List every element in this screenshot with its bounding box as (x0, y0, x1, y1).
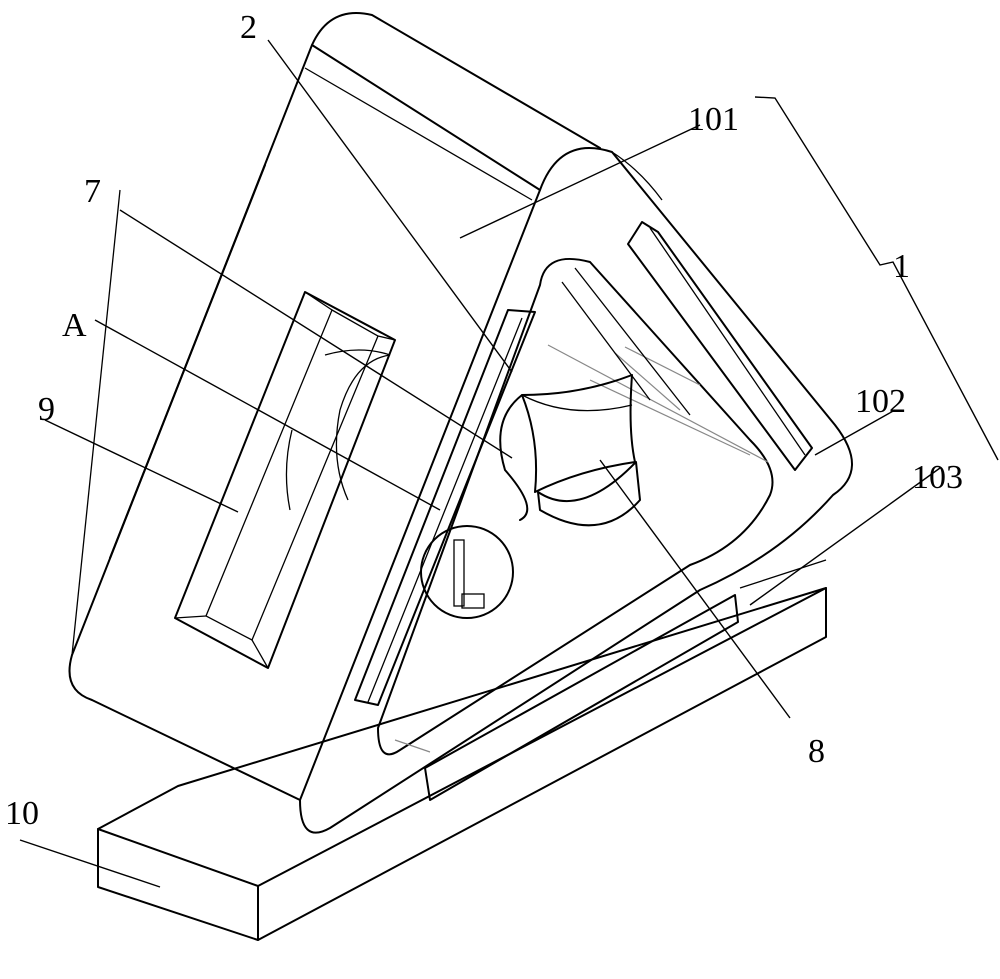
label-7: 7 (84, 173, 101, 210)
label-103: 103 (912, 459, 963, 496)
side-window (174, 291, 396, 669)
reference-labels: 2 101 1 7 A 9 102 103 8 10 (5, 9, 963, 832)
label-102: 102 (855, 383, 906, 420)
label-2: 2 (240, 9, 257, 46)
curved-vane (499, 374, 641, 527)
inner-depth-lines (394, 267, 769, 753)
label-a: A (62, 307, 87, 344)
label-9: 9 (38, 391, 55, 428)
label-101: 101 (688, 101, 739, 138)
leader-lines (19, 39, 999, 888)
label-8: 8 (808, 733, 825, 770)
triangular-housing (68, 12, 853, 834)
detail-a-circle (420, 525, 514, 619)
right-guide-bar (627, 221, 813, 471)
left-guide-bar (354, 309, 536, 706)
label-1: 1 (893, 248, 910, 285)
label-10: 10 (5, 795, 39, 832)
bottom-guide-bar (424, 594, 739, 801)
base-plate (97, 587, 827, 941)
